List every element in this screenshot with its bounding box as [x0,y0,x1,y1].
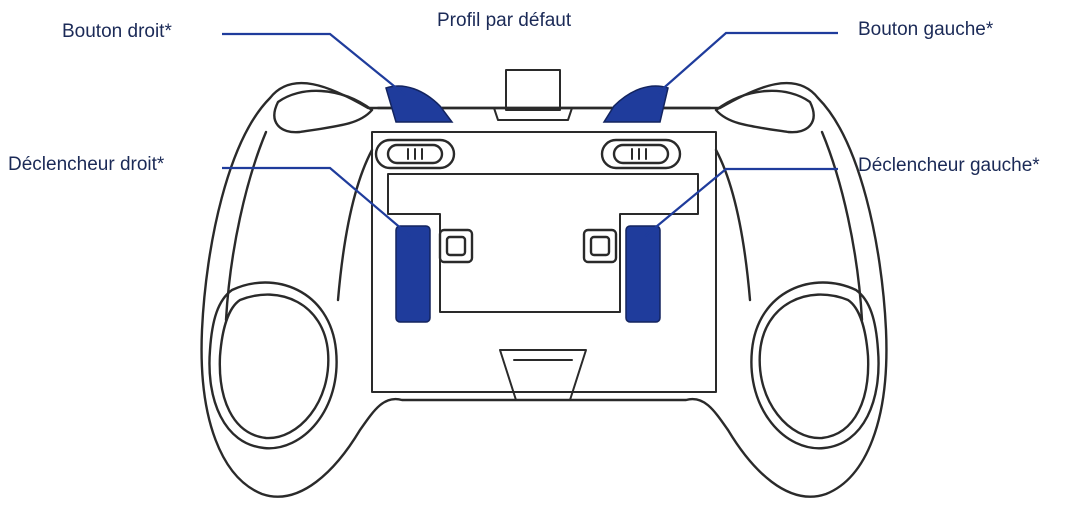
left-button-label: Bouton gauche* [858,19,994,40]
right-shoulder-shell [714,89,815,134]
leader-right-trigger [222,166,411,237]
left-square-button [438,228,474,264]
right-button-highlight [385,85,454,123]
leader-left-trigger [644,167,838,237]
left-grip-oval-inner [218,293,330,440]
right-trigger-label: Déclencheur droit* [8,154,165,175]
left-shoulder-shell [273,89,374,134]
left-grip-oval [208,281,338,450]
right-grip-oval [750,281,880,450]
leader-right-button [222,32,406,96]
right-switch-ridges [631,148,647,160]
back-panel-recess [387,173,699,313]
left-switch-ridges [407,148,423,160]
left-square-button-inner [445,235,467,257]
usb-connector-base [493,107,573,121]
right-switch [600,138,682,170]
usb-connector [505,69,561,111]
left-trigger-label: Déclencheur gauche* [858,155,1040,176]
profile-title: Profil par défaut [437,10,572,31]
controller-body-outline [200,81,888,498]
leader-left-button [657,31,838,94]
right-switch-slider [612,143,670,165]
right-grip-oval-inner [758,293,870,440]
right-trigger-highlight [395,225,431,323]
right-square-button [582,228,618,264]
left-trigger-highlight [625,225,661,323]
left-switch-slider [386,143,444,165]
right-button-label: Bouton droit* [62,21,172,42]
center-vent [499,349,587,401]
back-panel-frame [371,131,717,393]
right-square-button-inner [589,235,611,257]
left-switch [374,138,456,170]
left-button-highlight [602,85,669,123]
